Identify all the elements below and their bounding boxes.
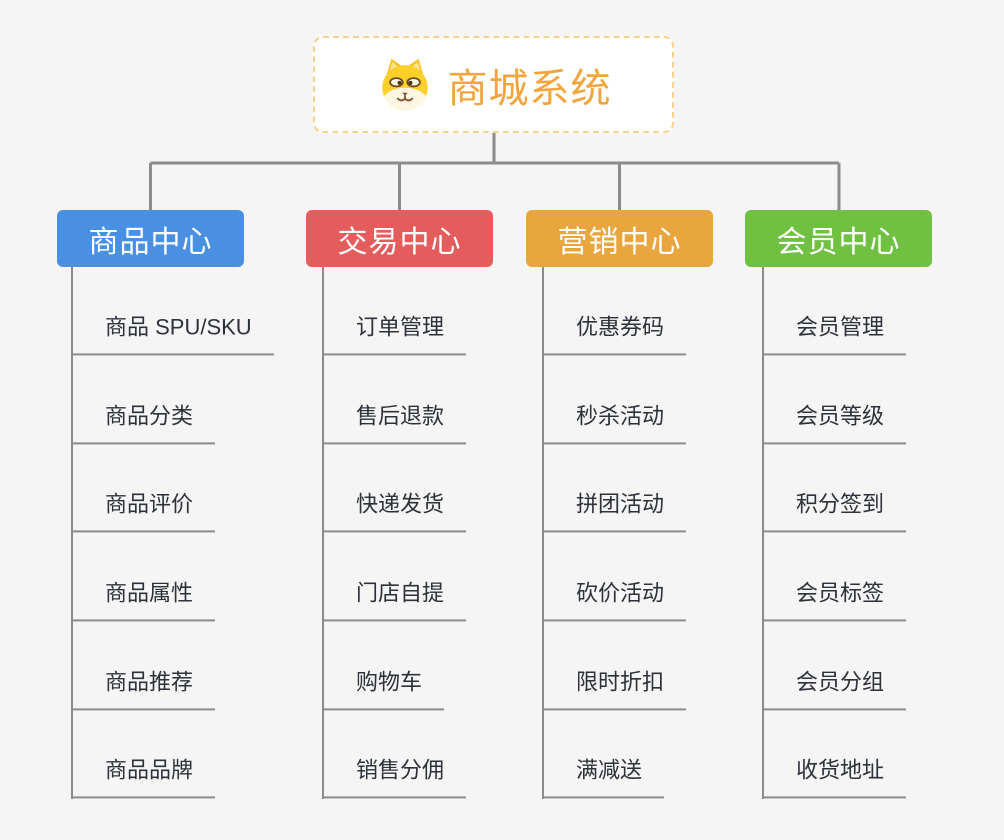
branch-item[interactable]: 销售分佣 (323, 756, 467, 798)
branch-item[interactable]: 快递发货 (323, 490, 467, 532)
trunk-connector (149, 133, 841, 210)
branch-item[interactable]: 会员分组 (763, 668, 907, 710)
branch-item[interactable]: 优惠券码 (543, 313, 687, 355)
branch-item[interactable]: 收货地址 (763, 756, 907, 798)
branch-item[interactable]: 商品评价 (72, 490, 216, 532)
branch-item[interactable]: 商品属性 (72, 579, 216, 621)
branch-item[interactable]: 满减送 (543, 756, 665, 798)
branch-item[interactable]: 订单管理 (323, 313, 467, 355)
branch-item[interactable]: 拼团活动 (543, 490, 687, 532)
branch-item[interactable]: 售后退款 (323, 402, 467, 444)
branch-item[interactable]: 会员等级 (763, 402, 907, 444)
root-topic-title: 商城系统 (447, 66, 612, 111)
branch-item[interactable]: 会员标签 (763, 579, 907, 621)
branch-item[interactable]: 秒杀活动 (543, 402, 687, 444)
branch-header[interactable]: 交易中心 (306, 210, 493, 267)
branch-header[interactable]: 营销中心 (526, 210, 713, 267)
dog-face-icon (381, 58, 428, 110)
branch-item[interactable]: 积分签到 (763, 490, 907, 532)
branch-header[interactable]: 商品中心 (57, 210, 244, 267)
branch-item[interactable]: 砍价活动 (543, 579, 687, 621)
branch-item[interactable]: 限时折扣 (543, 668, 687, 710)
branch-item[interactable]: 商品推荐 (72, 668, 216, 710)
root-topic-node[interactable]: 商城系统 (313, 36, 674, 133)
branch-item[interactable]: 商品 SPU/SKU (72, 313, 274, 355)
branch-item[interactable]: 商品分类 (72, 402, 216, 444)
branch-item[interactable]: 购物车 (323, 668, 445, 710)
branch-item[interactable]: 会员管理 (763, 313, 907, 355)
branch-item[interactable]: 商品品牌 (72, 756, 216, 798)
branch-header[interactable]: 会员中心 (745, 210, 932, 267)
branch-item[interactable]: 门店自提 (323, 579, 467, 621)
